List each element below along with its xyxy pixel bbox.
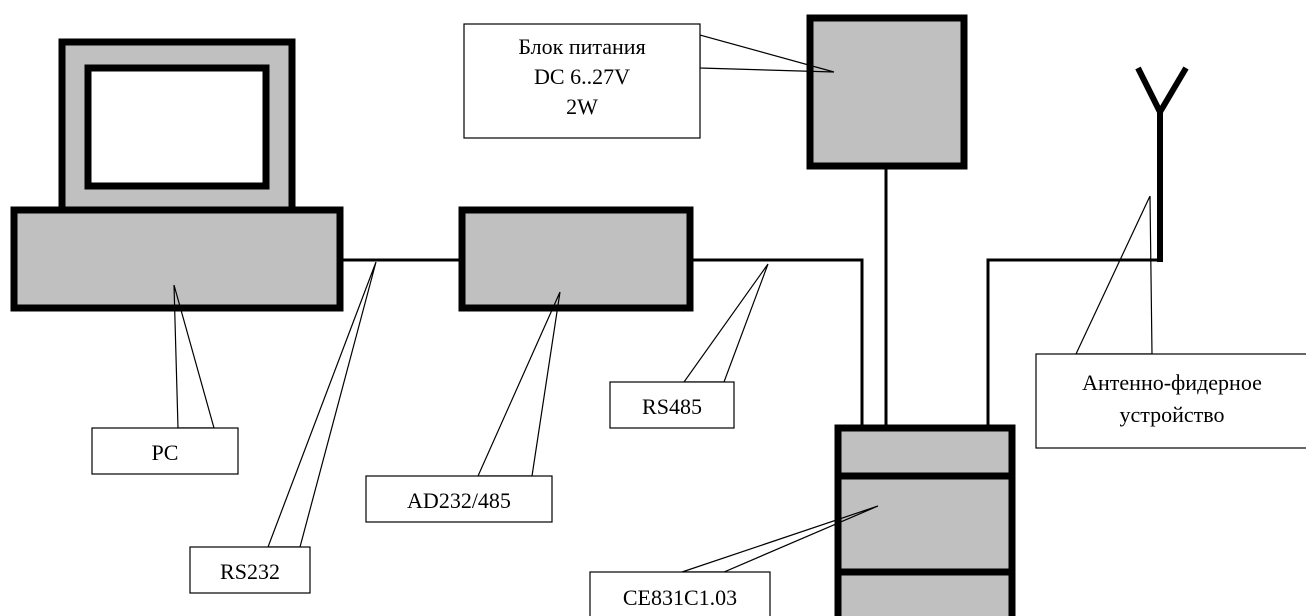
label-pc: PC [152, 440, 179, 465]
monitor-screen [84, 64, 270, 190]
label-ce831c1-03: CE831C1.03 [623, 585, 737, 610]
wire-antenna [986, 258, 1160, 428]
computer-monitor [58, 38, 296, 214]
label-rs232: RS232 [220, 559, 280, 584]
device-bottom-module [834, 568, 1016, 616]
antenna-icon [1135, 66, 1189, 262]
device-top-module [834, 424, 1016, 480]
label-rs485: RS485 [642, 394, 702, 419]
callout-rs485: RS485 [609, 263, 769, 429]
device-stack [834, 424, 1016, 616]
power-supply-box [806, 14, 968, 170]
callout-rs232: RS232 [189, 261, 377, 594]
callout-antenna: Антенно-фидерное устройство [1035, 195, 1306, 449]
wire-rs485 [690, 258, 864, 428]
callout-pc: PC [91, 284, 239, 475]
label-antenna-line1: Антенно-фидерное [1082, 370, 1262, 395]
device-middle-module [834, 472, 1016, 576]
label-power-line2: DC 6..27V [534, 64, 630, 89]
label-antenna-line2: устройство [1119, 402, 1224, 427]
converter-box [458, 206, 694, 312]
callout-device: CE831C1.03 [589, 505, 879, 616]
label-power-line3: 2W [566, 94, 598, 119]
callout-ad232: AD232/485 [365, 291, 561, 523]
wires [340, 166, 1160, 428]
label-power-line1: Блок питания [518, 34, 645, 59]
label-ad232-485: AD232/485 [407, 488, 511, 513]
callout-power-supply: Блок питания DC 6..27V 2W [463, 23, 835, 139]
pc-base [10, 206, 344, 312]
